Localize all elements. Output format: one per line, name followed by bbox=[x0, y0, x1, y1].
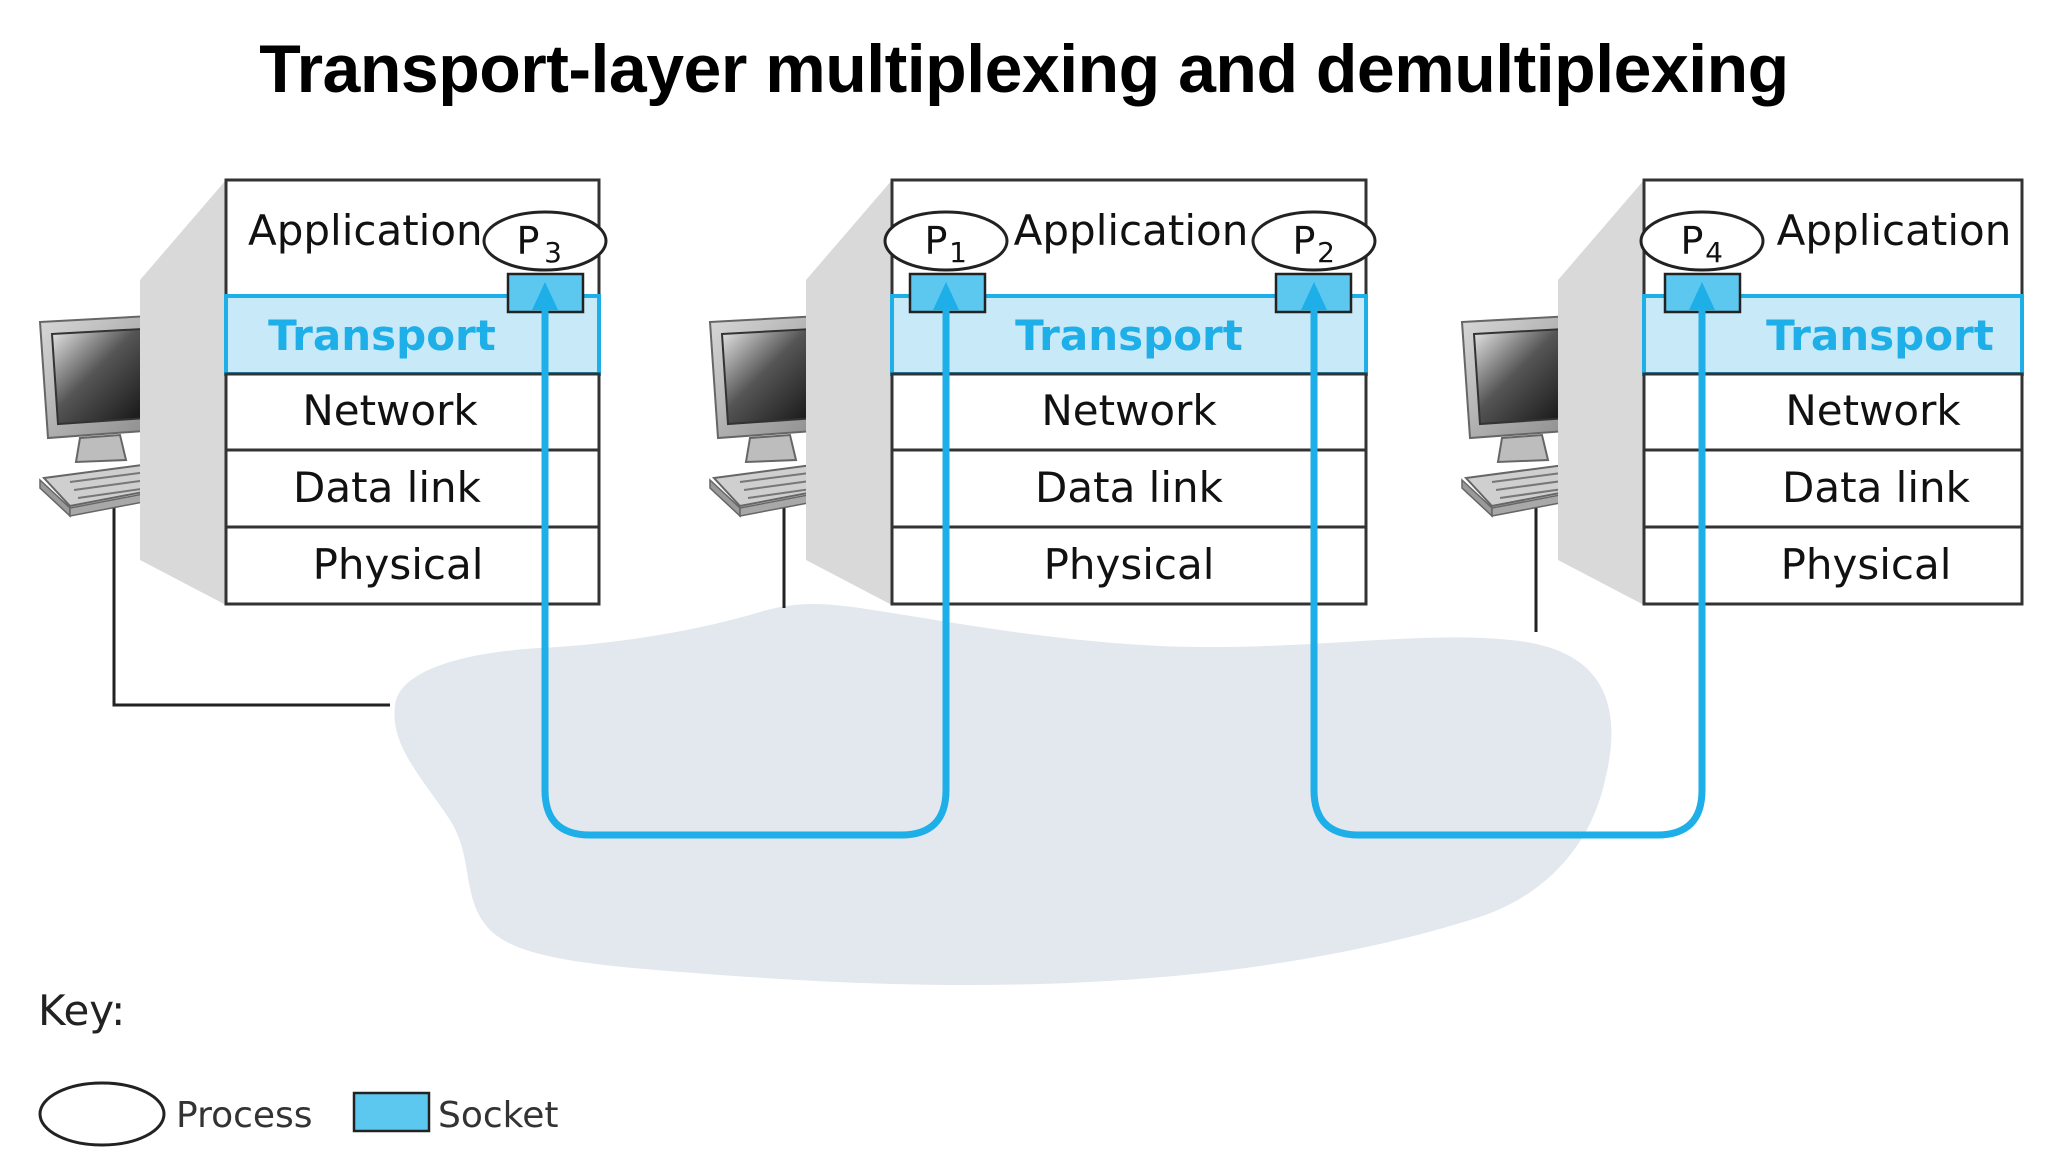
arrowhead-up bbox=[1301, 282, 1327, 310]
arrowhead-up bbox=[933, 282, 959, 310]
layer-label-data-link: Data link bbox=[293, 463, 482, 512]
legend-process-label: Process bbox=[176, 1095, 313, 1136]
process-subscript: 2 bbox=[1317, 236, 1335, 269]
protocol-stack-host-3: Application Transport Network Data link … bbox=[1642, 178, 2024, 606]
layer-box-data-link bbox=[1642, 448, 2024, 529]
layer-label-data-link: Data link bbox=[1782, 463, 1971, 512]
stack-shadow bbox=[140, 180, 226, 605]
arrowhead-up bbox=[532, 282, 558, 310]
process-p1: P 1 bbox=[883, 210, 1009, 272]
process-letter: P bbox=[517, 219, 540, 263]
process-p2: P 2 bbox=[1251, 210, 1377, 272]
layer-label-network: Network bbox=[1785, 386, 1961, 435]
layer-box-network bbox=[890, 372, 1368, 452]
layer-label-transport: Transport bbox=[1015, 311, 1243, 360]
diagram-title: Transport-layer multiplexing and demulti… bbox=[259, 31, 1789, 107]
connection-line bbox=[1310, 300, 1706, 839]
layer-label-data-link: Data link bbox=[1035, 463, 1224, 512]
process-oval bbox=[1251, 210, 1377, 272]
layer-label-transport: Transport bbox=[1766, 311, 1994, 360]
network-cloud bbox=[394, 604, 1612, 986]
layer-label-physical: Physical bbox=[1781, 540, 1952, 589]
stack-shadow bbox=[1558, 180, 1644, 605]
layer-box-data-link bbox=[224, 448, 601, 529]
layer-box-network bbox=[224, 372, 601, 452]
layer-label-application: Application bbox=[1014, 206, 1249, 255]
connection-line bbox=[541, 300, 950, 839]
process-subscript: 4 bbox=[1705, 236, 1723, 269]
process-letter: P bbox=[925, 219, 948, 263]
layer-label-physical: Physical bbox=[1044, 540, 1215, 589]
layer-box-physical bbox=[224, 525, 601, 606]
computer-icon bbox=[708, 314, 879, 518]
layer-box-physical bbox=[1642, 525, 2024, 606]
process-subscript: 1 bbox=[949, 236, 967, 269]
layer-box-physical bbox=[890, 525, 1368, 606]
process-oval bbox=[1639, 210, 1765, 272]
layer-label-network: Network bbox=[1041, 386, 1217, 435]
process-subscript: 3 bbox=[544, 236, 562, 269]
process-oval bbox=[883, 210, 1009, 272]
layer-label-transport: Transport bbox=[268, 311, 496, 360]
layer-label-application: Application bbox=[1777, 206, 2012, 255]
arrowhead-up bbox=[1689, 282, 1715, 310]
host-wires bbox=[112, 505, 1538, 707]
layer-label-network: Network bbox=[302, 386, 478, 435]
legend-process-swatch bbox=[38, 1081, 166, 1147]
layer-label-application: Application bbox=[248, 206, 483, 255]
process-p3: P 3 bbox=[482, 210, 608, 272]
layer-box-network bbox=[1642, 372, 2024, 452]
legend: Key: Process Socket bbox=[38, 986, 559, 1147]
process-oval bbox=[482, 210, 608, 272]
process-p4: P 4 bbox=[1639, 210, 1765, 272]
stack-shadow bbox=[806, 180, 892, 605]
layer-label-physical: Physical bbox=[313, 540, 484, 589]
wire-host-1 bbox=[112, 505, 390, 707]
process-letter: P bbox=[1293, 219, 1316, 263]
connection-p3-p1 bbox=[532, 282, 959, 839]
legend-socket-swatch bbox=[352, 1091, 431, 1133]
process-letter: P bbox=[1681, 219, 1704, 263]
connection-p2-p4 bbox=[1301, 282, 1715, 839]
legend-socket-label: Socket bbox=[438, 1095, 559, 1136]
legend-heading: Key: bbox=[38, 986, 125, 1035]
